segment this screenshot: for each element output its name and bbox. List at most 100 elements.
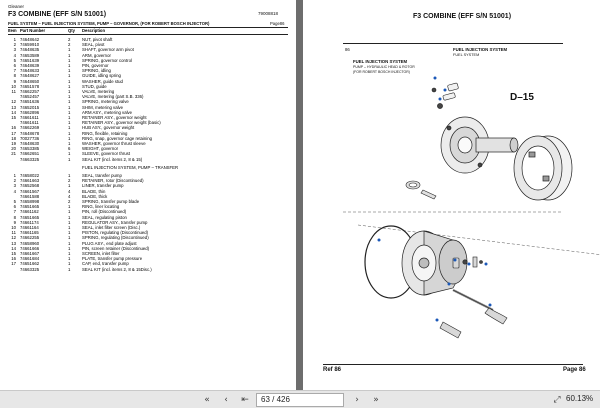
cell-qty: 1 [68, 173, 71, 178]
cell-item: 8 [13, 73, 16, 79]
double-right-icon[interactable]: » [373, 395, 379, 405]
right-page-title: F3 COMBINE (EFF S/N 51001) [413, 13, 512, 20]
cam-ring [513, 135, 573, 201]
page-title: F3 COMBINE (EFF S/N 51001) [8, 11, 107, 18]
double-left-icon[interactable]: « [204, 395, 210, 405]
cell-qty: 1 [68, 225, 71, 230]
cell-part: 74661164 [20, 225, 39, 230]
cell-desc: HUB ASY., governor weight [82, 125, 135, 131]
cell-desc: ARM ASY., metering valve [82, 109, 133, 115]
cell-item: 8 [13, 214, 16, 220]
cell-qty: 1 [68, 125, 71, 131]
cell-part: 74658022 [20, 173, 40, 178]
cell-qty: 1 [68, 130, 71, 136]
cell-qty: 4 [68, 193, 71, 199]
cell-part: 74662896 [20, 109, 40, 115]
cell-part: 74648635 [20, 47, 40, 53]
right-icon[interactable]: › [355, 395, 359, 405]
cell-qty: 1 [68, 57, 71, 63]
cell-desc: PIN, roll (Discontinued) [82, 209, 127, 215]
cell-item: 14 [11, 109, 16, 115]
cell-item: 2 [13, 178, 16, 184]
cell-qty: 1 [68, 115, 71, 120]
cell-qty: 1 [68, 78, 71, 84]
cell-qty: 2 [68, 42, 71, 48]
cell-part: 74652015 [20, 104, 40, 110]
cell-item: 7 [13, 209, 16, 215]
zoom-level[interactable]: 60.13% [566, 394, 594, 403]
cell-part: 74662257 [20, 89, 40, 94]
cell-desc: WASHER, governor thrust sleeve [82, 141, 146, 146]
scroll-left-icon[interactable]: ⇤ [241, 395, 249, 405]
cell-qty: 1 [68, 230, 71, 236]
cell-item: 4 [13, 52, 16, 58]
cell-qty: 1 [68, 94, 71, 100]
cell-desc: STUD, guide [82, 83, 107, 89]
cell-desc: RETAINER ASY., governor weight (basic) [82, 120, 161, 126]
cell-part: 74661165 [20, 230, 39, 236]
cell-part: 74663325 [20, 266, 40, 272]
cell-qty: 2 [68, 199, 71, 204]
page-number-text: 63 / 426 [261, 395, 290, 404]
cell-part: 74661567 [20, 188, 40, 194]
cell-desc: SEAL KIT (incl. items 2, 8 & 15Disc.) [82, 266, 152, 272]
viewer-toolbar: « ‹ ⇤ 63 / 426 › » ⤢ 60.13% [0, 390, 600, 408]
cell-item: 10 [11, 225, 16, 230]
cell-item: 15 [11, 115, 16, 120]
right-page: F3 COMBINE (EFF S/N 51001) 86 FUEL INJEC… [303, 0, 600, 390]
cell-part: 74651665 [20, 214, 40, 220]
transfer-pump-body [364, 225, 468, 299]
cell-qty: 1 [68, 89, 71, 94]
section-title: FUEL SYSTEM – FUEL INJECTION SYSTEM, PUM… [8, 21, 210, 26]
seal-parts [405, 180, 437, 200]
cell-desc: SLEEVE, governor thrust [82, 151, 131, 157]
cell-item: 6 [13, 204, 16, 210]
cell-qty: 1 [68, 120, 71, 126]
cell-desc: SPRING, governor control [82, 57, 132, 63]
cell-desc: SEAL, pivot [82, 42, 105, 48]
cell-part: 74648630 [20, 141, 40, 146]
cell-desc: RING, snap, governor cage retaining [82, 135, 152, 141]
cell-item: 5 [13, 57, 16, 63]
cell-desc: SEAL KIT (incl. items 2, 8 & 15) [82, 156, 143, 162]
cell-item: 20 [11, 146, 16, 152]
cell-desc: PISTON, regulating (Discontinued) [82, 230, 149, 236]
diagram-subheading: PUMP – HYDRAULIC HEAD & ROTOR [353, 65, 415, 69]
left-icon[interactable]: ‹ [224, 395, 228, 405]
cell-part: 74648627 [20, 73, 40, 79]
cell-item: 17 [11, 130, 16, 136]
right-subsection: FUEL SYSTEM [453, 53, 480, 57]
cell-item: 3 [13, 183, 16, 189]
cell-part: 74661162 [20, 209, 39, 215]
diagram-subheading-2: (FOR ROBERT BOSCH INJECTOR) [353, 70, 410, 74]
cell-part: 74661611 [20, 115, 39, 120]
cell-qty: 1 [68, 251, 71, 256]
right-page-number: 86 [345, 47, 350, 52]
fit-page-icon[interactable]: ⤢ [553, 395, 561, 405]
cell-qty: 1 [68, 261, 71, 267]
cell-desc: WEIGHT, governor [82, 146, 119, 152]
cell-item: 11 [11, 89, 16, 94]
cell-desc: SPRING, idling [82, 68, 111, 74]
cell-desc: BLADE, thick [82, 193, 108, 199]
cell-part: 74662255 [20, 235, 40, 241]
cell-item: 1 [13, 37, 16, 42]
cell-desc: SEAL, transfer pump [82, 173, 122, 178]
cell-qty: 1 [68, 256, 71, 262]
callout-markers [377, 76, 492, 322]
cell-item: 12 [11, 99, 16, 105]
document-viewer[interactable]: Gleaner F3 COMBINE (EFF S/N 51001) 79008… [0, 0, 600, 390]
page-number-input[interactable]: 63 / 426 [256, 393, 344, 407]
